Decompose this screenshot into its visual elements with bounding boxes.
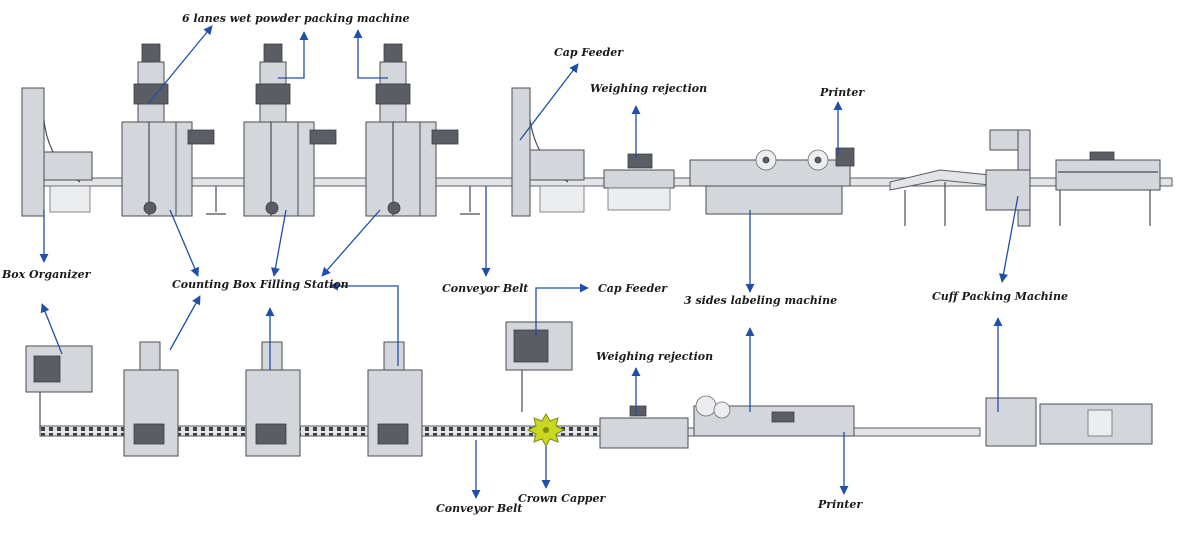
label-weighing-rejection-bottom: Weighing rejection (596, 350, 713, 363)
label-cuff-packing-machine: Cuff Packing Machine (932, 290, 1068, 303)
filling-station-3 (367, 341, 423, 457)
label-cap-feeder-top: Cap Feeder (554, 46, 624, 59)
labeling-machine-top (689, 147, 855, 215)
label-crown-capper: Crown Capper (518, 492, 606, 505)
label-printer-top: Printer (819, 86, 865, 99)
weighing-rejection-bottom-machine (599, 405, 689, 449)
bottom-line-top-view (25, 321, 1153, 457)
box-organizer-bottom-machine (25, 345, 93, 430)
label-3-sides-labeling: 3 sides labeling machine (684, 294, 837, 307)
top-line-side-view (21, 43, 1173, 227)
label-box-organizer: Box Organizer (1, 268, 92, 281)
diagram-labels: 6 lanes wet powder packing machine Cap F… (1, 12, 1068, 515)
callout-arrows (39, 25, 1019, 499)
filler-machine-2 (243, 43, 337, 217)
filler-machine-1 (121, 43, 215, 217)
filler-machine-3 (365, 43, 459, 217)
cap-feeder-bottom-machine (505, 321, 573, 412)
label-conveyor-belt-bottom: Conveyor Belt (436, 502, 522, 515)
cap-feeder-top-machine (511, 87, 585, 217)
label-conveyor-belt-top: Conveyor Belt (442, 282, 528, 295)
crown-capper-wheel (526, 412, 566, 448)
box-organizer-top-machine (21, 87, 93, 217)
label-wet-powder-packing: 6 lanes wet powder packing machine (182, 12, 409, 25)
filling-station-2 (245, 341, 301, 457)
label-weighing-rejection-top: Weighing rejection (590, 82, 707, 95)
labeling-machine-bottom (693, 395, 855, 437)
label-cap-feeder-bottom: Cap Feeder (598, 282, 668, 295)
cuff-packing-top-machine (889, 129, 1161, 227)
cuff-packing-bottom-machine (985, 397, 1153, 447)
filling-station-1 (123, 341, 179, 457)
label-counting-box-filling-station: Counting Box Filling Station (172, 278, 349, 291)
label-printer-bottom: Printer (817, 498, 863, 511)
weighing-rejection-top-machine (603, 153, 675, 211)
rail-stands-top (206, 186, 480, 215)
